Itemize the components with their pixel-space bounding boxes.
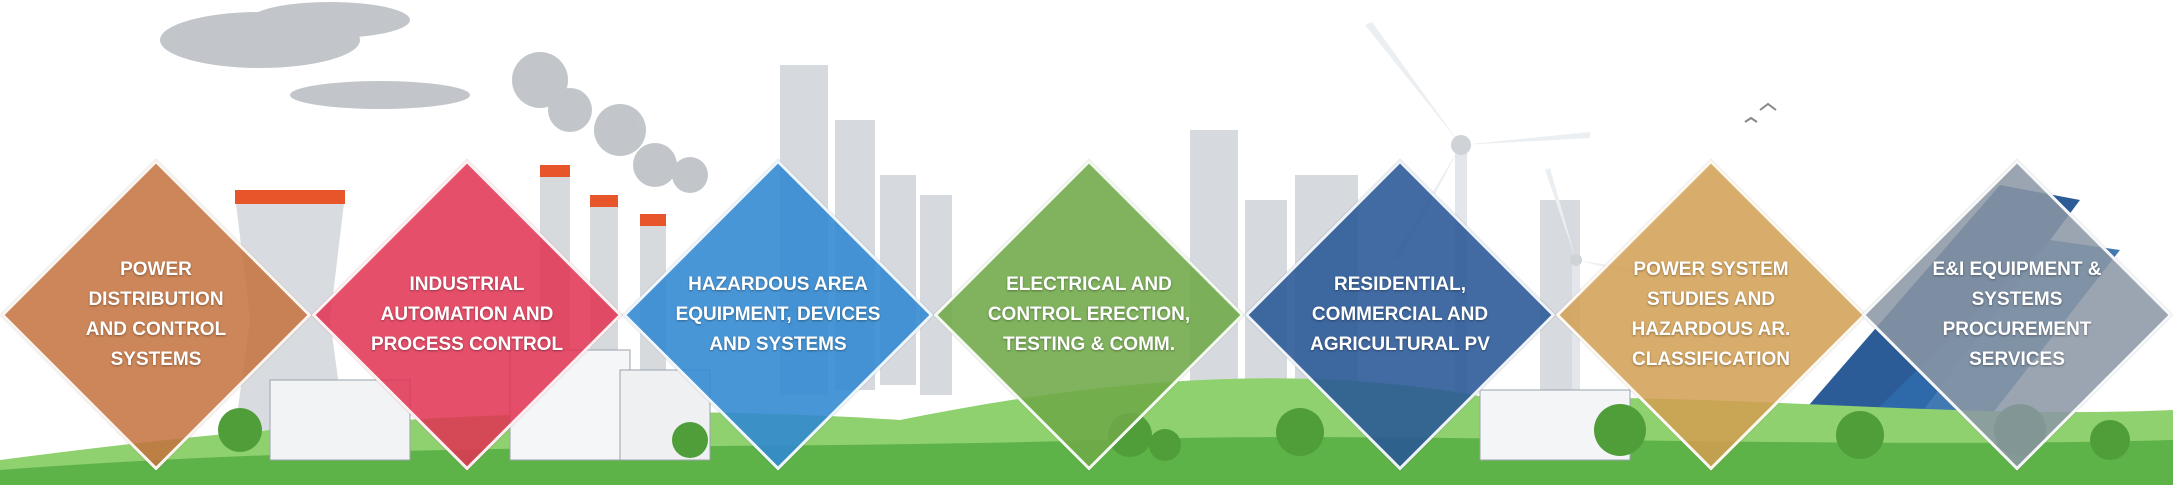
service-tile-industrial-automation[interactable]: INDUSTRIAL AUTOMATION AND PROCESS CONTRO… [311, 159, 623, 471]
service-label: POWER DISTRIBUTION AND CONTROL SYSTEMS [85, 259, 227, 370]
service-label: POWER SYSTEM STUDIES AND HAZARDOUS AR. C… [1631, 259, 1791, 370]
service-tile-hazardous-area-equipment[interactable]: HAZARDOUS AREA EQUIPMENT, DEVICES AND SY… [622, 159, 934, 471]
service-label: HAZARDOUS AREA EQUIPMENT, DEVICES AND SY… [675, 274, 881, 355]
service-tile-power-distribution[interactable]: POWER DISTRIBUTION AND CONTROL SYSTEMS [0, 159, 312, 471]
service-label: INDUSTRIAL AUTOMATION AND PROCESS CONTRO… [370, 274, 564, 355]
service-tile-procurement[interactable]: E&I EQUIPMENT & SYSTEMS PROCUREMENT SERV… [1861, 159, 2173, 471]
service-tile-electrical-erection[interactable]: ELECTRICAL AND CONTROL ERECTION, TESTING… [933, 159, 1245, 471]
birds [1744, 102, 1777, 123]
smoke-clouds [160, 2, 708, 193]
service-tile-power-system-studies[interactable]: POWER SYSTEM STUDIES AND HAZARDOUS AR. C… [1555, 159, 1867, 471]
service-label: RESIDENTIAL, COMMERCIAL AND AGRICULTURAL… [1310, 274, 1490, 355]
service-tile-residential-pv[interactable]: RESIDENTIAL, COMMERCIAL AND AGRICULTURAL… [1244, 159, 1556, 471]
service-label: E&I EQUIPMENT & SYSTEMS PROCUREMENT SERV… [1932, 259, 2102, 370]
service-label: ELECTRICAL AND CONTROL ERECTION, TESTING… [987, 274, 1191, 355]
